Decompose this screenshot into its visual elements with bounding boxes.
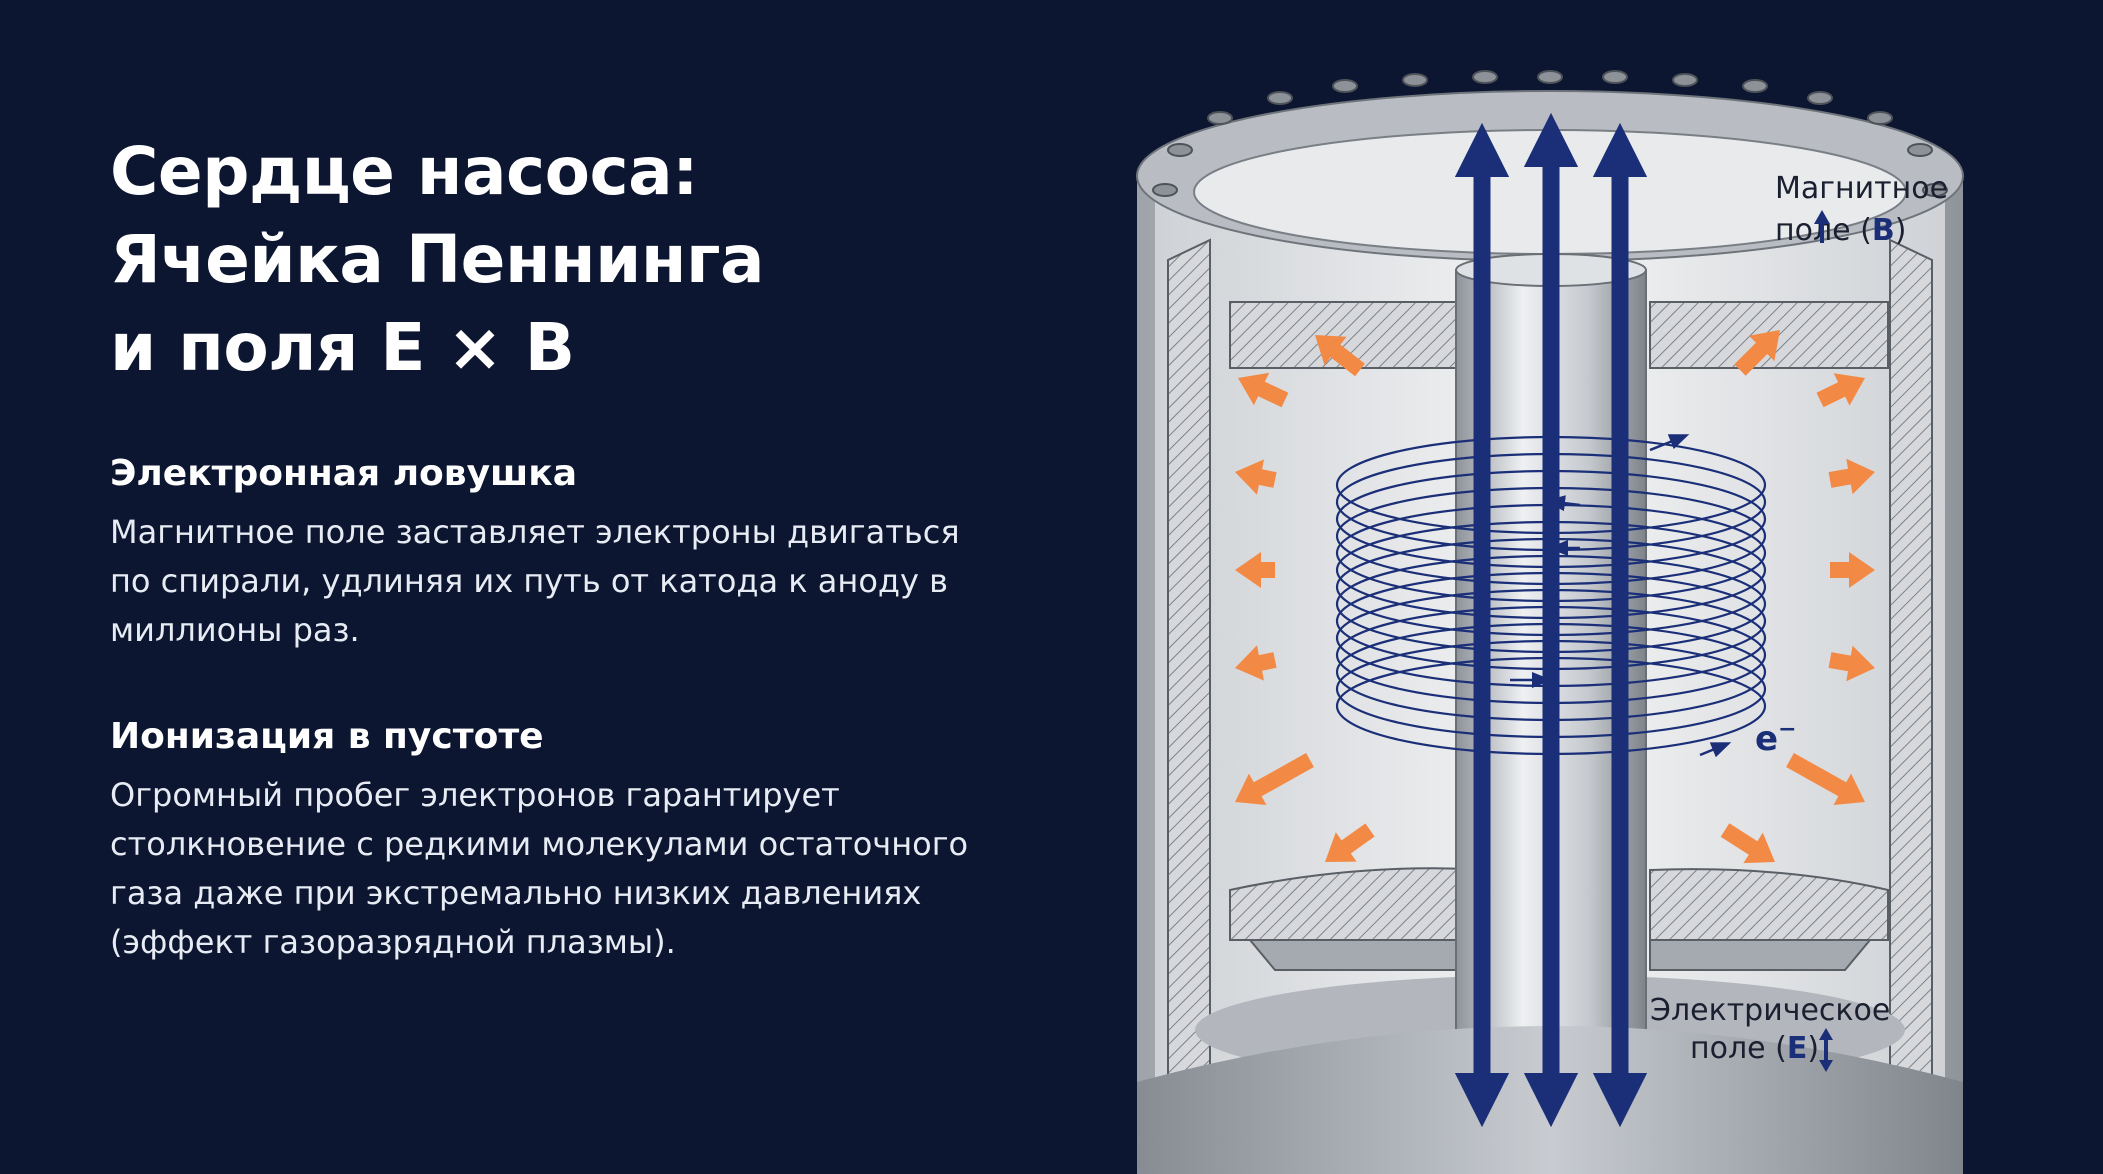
field-arrows (1454, 112, 1648, 1128)
text-line: (эффект газоразрядной плазмы). (110, 923, 676, 961)
penning-cell-diagram: Магнитное поле (B) Электрическое поле (E… (1136, 70, 1964, 1174)
section-text: Огромный пробег электронов гарантирует с… (110, 771, 1010, 967)
arrow-up-down-icon (1819, 1028, 1833, 1072)
force-arrow (1816, 373, 1865, 408)
bottom-cathode-plate (1229, 867, 1889, 971)
force-arrow (1315, 335, 1365, 377)
force-arrow (1235, 552, 1275, 588)
electric-field-label: Электрическое поле (E) (1650, 993, 1890, 1072)
magnetic-label-line2: поле (B) (1775, 213, 1906, 248)
electron-label: e− (1755, 717, 1797, 759)
text-panel: Сердце насоса: Ячейка Пеннинга и поля E … (110, 128, 1010, 967)
force-arrow (1235, 459, 1277, 495)
text-line: газа даже при экстремально низких давлен… (110, 874, 922, 912)
force-arrow (1828, 645, 1875, 682)
force-arrow (1786, 753, 1865, 805)
section-electron-trap: Электронная ловушка Магнитное поле заста… (110, 452, 1010, 655)
magnetic-label-line1: Магнитное (1775, 171, 1948, 206)
force-arrow (1828, 458, 1875, 495)
text-line: Огромный пробег электронов гарантирует (110, 776, 840, 814)
force-arrow (1325, 823, 1375, 862)
section-heading: Ионизация в пустоте (110, 716, 544, 757)
electric-label-line1: Электрическое (1650, 993, 1890, 1028)
title-line-2: Ячейка Пеннинга (110, 221, 765, 298)
title-line-1: Сердце насоса: (110, 133, 699, 210)
page-title: Сердце насоса: Ячейка Пеннинга и поля E … (110, 128, 1010, 392)
force-arrow (1720, 823, 1775, 864)
flange-bolt-holes (1152, 70, 1948, 197)
magnetic-field-label: Магнитное поле (B) (1775, 171, 1948, 248)
section-ionization: Ионизация в пустоте Огромный пробег элек… (110, 715, 1010, 967)
title-line-3: и поля E × B (110, 309, 575, 386)
cylinder-walls (1167, 238, 1933, 1102)
force-arrow (1235, 645, 1277, 681)
electric-label-line2: поле (E) (1690, 1031, 1819, 1066)
top-cathode-plate (1229, 301, 1889, 369)
text-line: Магнитное поле заставляет электроны двиг… (110, 513, 960, 551)
force-arrow (1238, 372, 1289, 408)
ion-trajectory-arrows (1235, 330, 1875, 864)
section-heading: Электронная ловушка (110, 453, 577, 494)
force-arrow (1830, 552, 1875, 588)
force-arrow (1235, 753, 1314, 805)
text-line: столкновение с редкими молекулами остато… (110, 825, 969, 863)
text-line: по спирали, удлиняя их путь от катода к … (110, 562, 948, 600)
arrow-up-icon (1814, 210, 1830, 243)
force-arrow (1734, 330, 1780, 376)
section-text: Магнитное поле заставляет электроны двиг… (110, 508, 1010, 655)
text-line: миллионы раз. (110, 611, 360, 649)
